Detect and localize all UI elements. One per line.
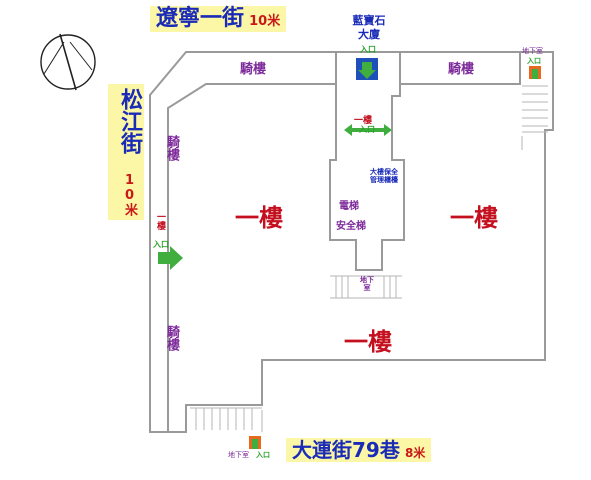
- stairs-right: [521, 85, 548, 150]
- lobby-core-wall: [329, 84, 405, 271]
- basement-entrance-icon: [529, 66, 541, 79]
- first-floor-label: 一樓: [344, 328, 392, 356]
- building-name: 藍寶石 大廈: [352, 14, 386, 41]
- arcade-label-top-left: 騎樓: [240, 62, 267, 77]
- street-label-left: 松江街 10米: [108, 84, 144, 220]
- first-floor-vertical: 一樓: [155, 212, 165, 230]
- arcade-inner-wall-right: [399, 52, 521, 85]
- street-name: 松江街: [117, 88, 142, 154]
- basement-center-label: 地下 室: [360, 276, 374, 293]
- street-width: 8米: [404, 446, 426, 460]
- management-desk: 大樓保全 管理櫃檯: [370, 168, 398, 185]
- north-arrow-icon: [40, 33, 96, 91]
- street-name: 大連街79巷: [292, 438, 400, 462]
- arcade-label-left-bottom: 騎樓: [164, 325, 179, 351]
- basement-entrance-icon: [249, 436, 261, 449]
- first-floor-entrance-label: 一樓: [354, 116, 373, 126]
- outer-wall: [149, 51, 554, 433]
- street-name: 遼寧一街: [156, 6, 245, 31]
- street-width: 10米: [122, 173, 137, 216]
- double-arrow-icon: [344, 124, 392, 136]
- first-floor-entrance-left: 入口: [153, 240, 169, 249]
- elevator-label: 電梯: [339, 201, 359, 212]
- basement-label-bottom: 地下室: [228, 451, 249, 459]
- street-label-bottom: 大連街79巷 8米: [286, 438, 432, 462]
- arcade-inner-wall: [167, 52, 337, 432]
- first-floor-label: 一樓: [450, 204, 498, 232]
- stairs-bottom: [190, 407, 263, 432]
- arcade-label-left-top: 騎樓: [164, 135, 179, 161]
- arcade-label-top-right: 騎樓: [448, 62, 475, 77]
- stairs-label: 安全梯: [336, 221, 366, 232]
- first-floor-label: 一樓: [235, 204, 283, 232]
- basement-entrance-bottom: 入口: [256, 451, 270, 459]
- stairs-center: [330, 275, 402, 299]
- basement-entrance-right: 入口: [527, 57, 541, 65]
- entrance-arrow-icon: [158, 246, 183, 270]
- entrance-arrow-icon: [358, 62, 376, 79]
- basement-label-right: 地下室: [522, 47, 543, 55]
- street-label-top: 遼寧一街 10米: [150, 6, 287, 33]
- first-floor-entrance: 入口: [359, 125, 375, 134]
- street-width: 10米: [249, 14, 281, 29]
- building-entrance-label: 入口: [360, 45, 376, 54]
